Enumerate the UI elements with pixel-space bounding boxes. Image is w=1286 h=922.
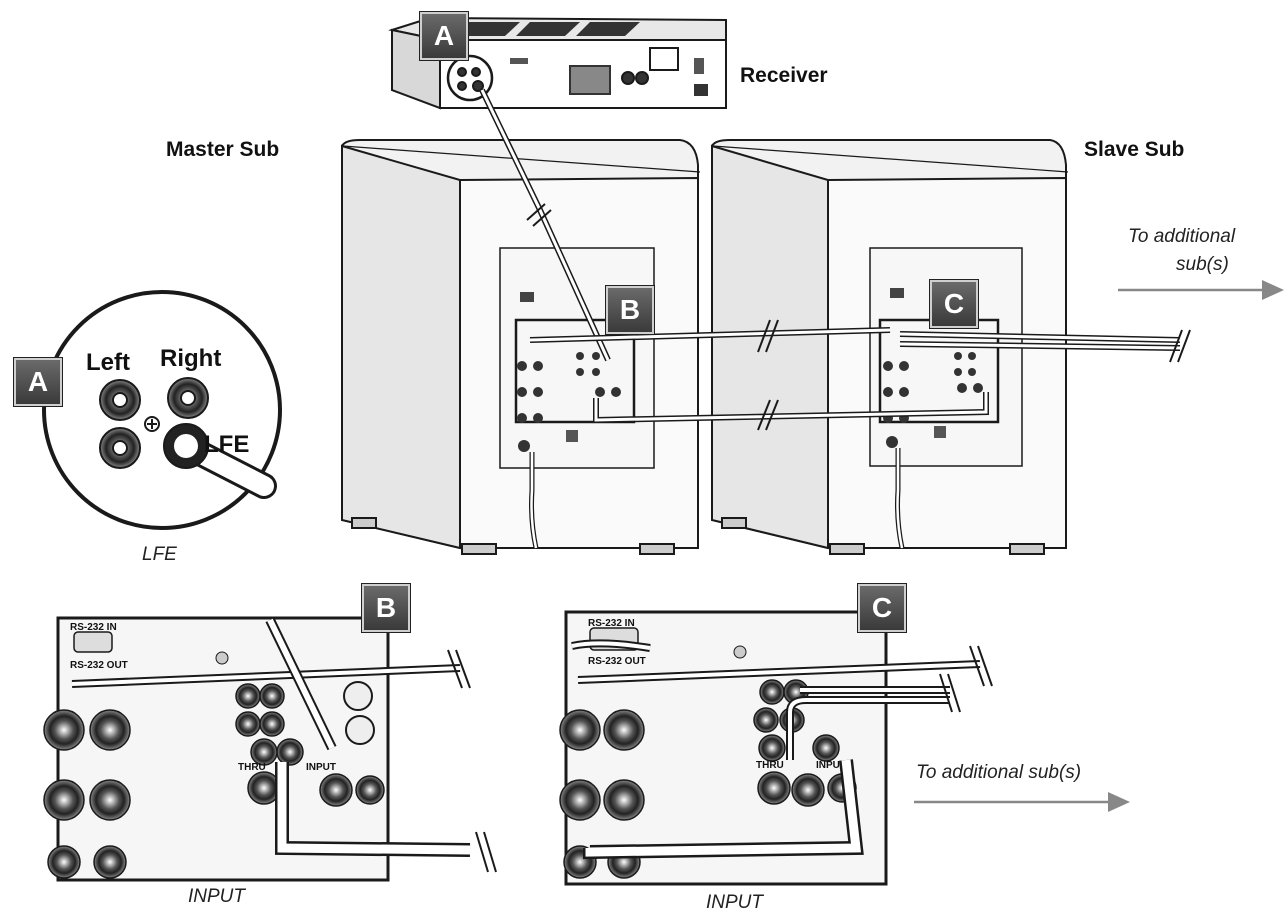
receiver-label: Receiver <box>740 64 828 88</box>
inset-b-thru: THRU <box>238 762 266 773</box>
inset-b-master-panel: RS-232 IN RS-232 OUT THRU INPUT <box>44 618 496 880</box>
inset-c-thru: THRU <box>756 760 784 771</box>
to-additional-top-line1: To additional <box>1128 226 1235 248</box>
inset-c-rs232-out: RS-232 OUT <box>588 656 646 667</box>
badge-c-inset: C <box>858 584 906 632</box>
inset-b-rs232-out: RS-232 OUT <box>70 660 128 671</box>
arrow-to-additional-bottom <box>914 792 1130 812</box>
badge-c-slave: C <box>930 280 978 328</box>
inset-b-input: INPUT <box>306 762 336 773</box>
to-additional-bottom-label: To additional sub(s) <box>916 762 1081 784</box>
to-additional-top-line2: sub(s) <box>1176 254 1229 276</box>
inset-a-lfe-closeup: Left Right LFE <box>44 292 280 528</box>
input-caption-c: INPUT <box>706 892 763 914</box>
slave-sub-label: Slave Sub <box>1084 138 1184 162</box>
badge-a-inset: A <box>14 358 62 406</box>
badge-b-inset: B <box>362 584 410 632</box>
inset-b-rs232-in: RS-232 IN <box>70 622 117 633</box>
master-sub-cabinet <box>342 140 700 554</box>
lfe-caption: LFE <box>142 544 177 566</box>
badge-b-master: B <box>606 286 654 334</box>
inset-a-left-label: Left <box>86 349 130 376</box>
inset-c-slave-panel: RS-232 IN RS-232 OUT THRU INPUT <box>560 612 992 884</box>
badge-a-receiver: A <box>420 12 468 60</box>
arrow-to-additional-top <box>1118 280 1284 300</box>
master-sub-label: Master Sub <box>166 138 279 162</box>
inset-c-rs232-in: RS-232 IN <box>588 618 635 629</box>
inset-a-lfe-label: LFE <box>204 431 249 458</box>
input-caption-b: INPUT <box>188 886 245 908</box>
inset-a-right-label: Right <box>160 345 221 372</box>
